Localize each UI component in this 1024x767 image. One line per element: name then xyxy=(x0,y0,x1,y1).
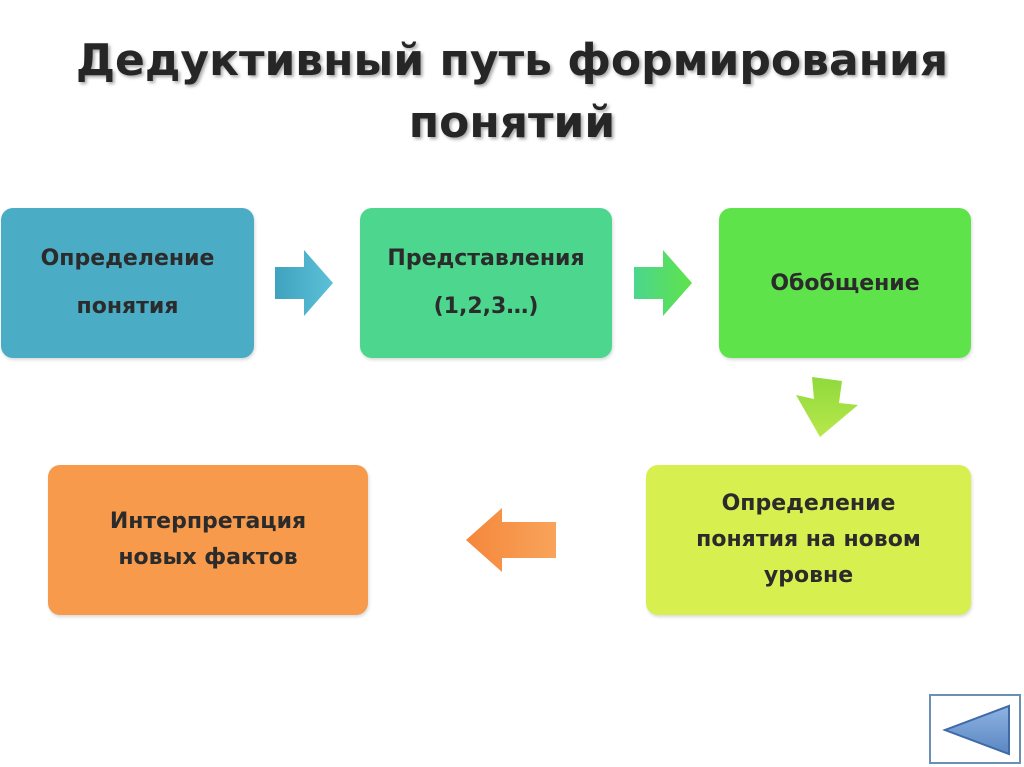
box-generalization: Обобщение xyxy=(719,208,971,358)
box-generalization-line-1: Обобщение xyxy=(770,270,920,296)
arrow-right-icon xyxy=(275,250,333,316)
box-interpretation: Интерпретация новых фактов xyxy=(48,465,368,615)
box-new-level-line-3: уровне xyxy=(763,563,854,588)
triangle-left-icon xyxy=(942,704,1010,756)
arrow-down-icon xyxy=(796,377,858,437)
arrow-left-icon xyxy=(466,508,556,572)
title-line-2: понятий xyxy=(408,97,616,148)
arrow-right-icon xyxy=(634,250,692,316)
box-new-level-line-2: понятия на новом xyxy=(696,527,921,552)
box-definition-line-1: Определение xyxy=(40,246,215,271)
box-representations-line-2: (1,2,3…) xyxy=(433,294,539,319)
box-new-level-line-1: Определение xyxy=(721,491,896,516)
box-interpretation-line-2: новых фактов xyxy=(118,545,298,570)
box-definition-line-2: понятия xyxy=(76,294,179,319)
back-nav-button[interactable] xyxy=(929,694,1021,764)
box-representations: Представления (1,2,3…) xyxy=(360,208,612,358)
box-definition: Определение понятия xyxy=(1,208,254,358)
box-interpretation-line-1: Интерпретация xyxy=(109,509,307,534)
box-new-level: Определение понятия на новом уровне xyxy=(646,465,971,615)
box-representations-line-1: Представления xyxy=(387,246,585,271)
title-line-1: Дедуктивный путь формирования xyxy=(75,35,949,86)
page-title: Дедуктивный путь формирования понятий xyxy=(40,30,984,154)
